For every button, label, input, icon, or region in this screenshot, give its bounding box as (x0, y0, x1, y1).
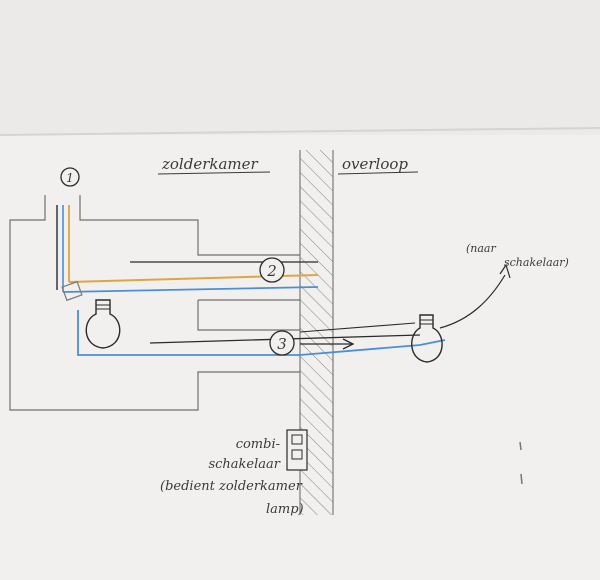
room-label-left: zolderkamer (161, 155, 259, 173)
switch-icon (286, 429, 308, 471)
junction-box (61, 280, 83, 302)
marker-3: 3 (269, 330, 295, 356)
switch-label-line1: combi- (236, 437, 280, 452)
to-switch-arrow-icon (499, 263, 511, 279)
marker-2: 2 (259, 257, 285, 283)
marker-3-label: 3 (277, 335, 287, 353)
lamp-bulb-icon (85, 299, 121, 349)
marker-1: 1 (60, 167, 80, 187)
room-label-right: overloop (342, 155, 408, 173)
switch-label-line2: schakelaar (208, 457, 280, 472)
marker-2-label: 2 (266, 262, 277, 280)
switch-label-line4: lamp) (266, 502, 304, 517)
arrow-icon (300, 338, 355, 350)
marker-1-label: 1 (66, 171, 74, 185)
paper-fold-line (0, 127, 600, 136)
room-outline (9, 195, 300, 411)
room-label-right-underline (337, 171, 419, 175)
pencil-mark (520, 473, 523, 485)
pencil-mark (519, 441, 522, 451)
room-label-left-underline (157, 171, 271, 175)
switch-label-line3: (bedient zolderkamer (160, 479, 303, 494)
to-switch-label-line2: schakelaar) (504, 256, 569, 269)
riser-wires (56, 205, 70, 292)
paper-top-sheet (0, 0, 600, 135)
to-switch-label-line1: (naar (466, 242, 496, 255)
landing-lamp-bulb-icon (411, 314, 443, 363)
